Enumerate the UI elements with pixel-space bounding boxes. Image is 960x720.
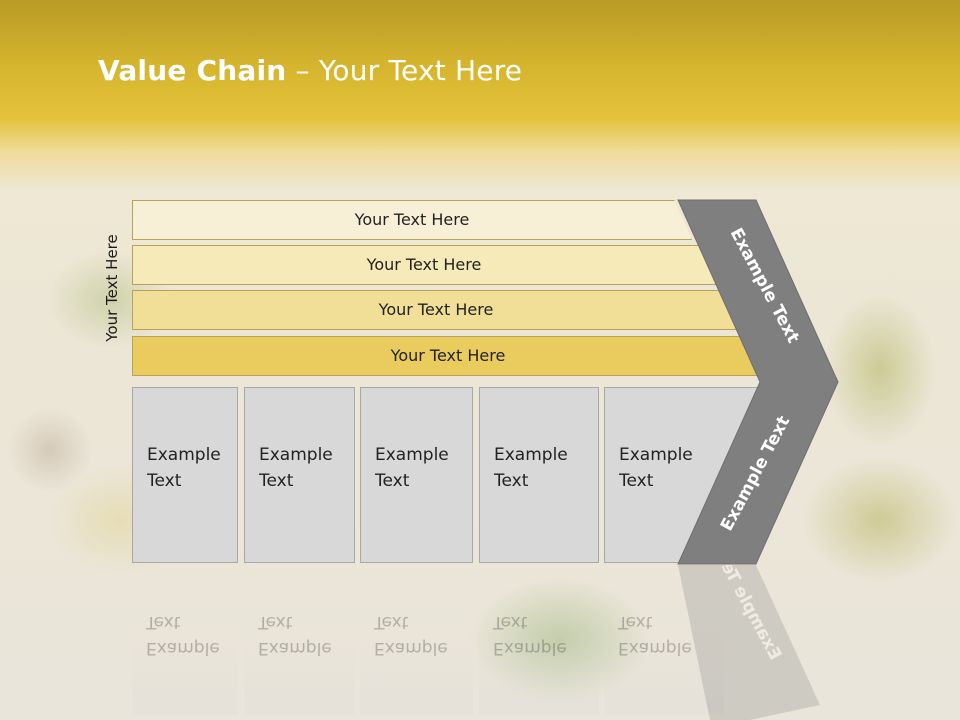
reflection-text: Example	[258, 638, 332, 658]
support-bar-4[interactable]: Your Text Here	[132, 336, 764, 376]
support-bar-3[interactable]: Your Text Here	[132, 290, 740, 330]
box-text-line: Example	[375, 445, 449, 465]
reflection-text: Text	[374, 612, 409, 632]
reflection-text: Example	[374, 638, 448, 658]
box-text-line: Example	[259, 445, 333, 465]
box-reflection: Example Text	[132, 565, 238, 715]
support-bar-label: Your Text Here	[354, 210, 470, 229]
box-text-line: Text	[147, 471, 182, 491]
box-text-line: Text	[494, 471, 529, 491]
margin-chevron[interactable]: Example Text Example Text	[670, 196, 850, 568]
support-bar-label: Your Text Here	[390, 346, 506, 365]
side-label: Your Text Here	[103, 234, 121, 342]
support-bar-1[interactable]: Your Text Here	[132, 200, 692, 240]
box-text-line: Example	[494, 445, 568, 465]
title-rest: – Your Text Here	[286, 54, 523, 87]
support-bar-2[interactable]: Your Text Here	[132, 245, 716, 285]
box-text-line: Text	[619, 471, 654, 491]
box-text-line: Example	[619, 445, 693, 465]
title-bold: Value Chain	[98, 54, 287, 87]
header-band	[0, 0, 960, 190]
chevron-reflection: Example Text	[678, 565, 820, 720]
box-text-line: Example	[147, 445, 221, 465]
reflection-text: Example	[493, 638, 567, 658]
support-bar-label: Your Text Here	[366, 255, 482, 274]
chevron-reflection-shape	[678, 565, 820, 720]
reflection-text: Text	[493, 612, 528, 632]
reflection-text: Text	[258, 612, 293, 632]
reflection-text: Example	[146, 638, 220, 658]
box-reflection: Example Text	[479, 565, 599, 715]
box-reflection: Example Text	[244, 565, 355, 715]
chevron-shape	[677, 199, 839, 565]
slide-title: Value Chain – Your Text Here	[98, 54, 522, 87]
support-bar-label: Your Text Here	[378, 300, 494, 319]
box-reflection: Example Text	[360, 565, 473, 715]
box-text-line: Text	[259, 471, 294, 491]
box-text-line: Text	[375, 471, 410, 491]
reflection-text: Text	[146, 612, 181, 632]
